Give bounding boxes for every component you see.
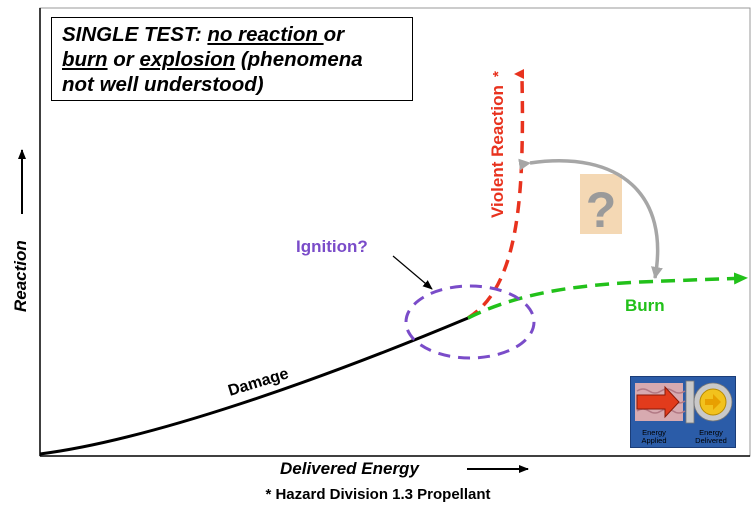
damage-label: Damage [226, 365, 291, 399]
callout-text: or [107, 48, 140, 71]
ignition-ellipse [404, 284, 536, 360]
callout-text: (phenomena [235, 48, 363, 71]
callout-text: SINGLE TEST: [62, 23, 208, 46]
y-axis-label: Reaction [11, 240, 30, 312]
violent-reaction-label: Violent Reaction [488, 85, 507, 218]
single-test-callout: SINGLE TEST: no reaction or burn or expl… [51, 17, 413, 101]
damage-curve [39, 316, 469, 456]
callout-no-reaction: no reaction [207, 23, 324, 46]
callout-line-3: not well understood) [62, 73, 264, 96]
ignition-pointer-arrow [392, 255, 433, 290]
callout-line-1: SINGLE TEST: no reaction or [62, 22, 402, 47]
energy-inset: Energy Applied Energy Delivered [630, 376, 736, 448]
footnote: * Hazard Division 1.3 Propellant [265, 486, 491, 503]
ignition-label: Ignition? [296, 237, 368, 256]
x-axis-label: Delivered Energy [280, 459, 419, 478]
question-mark: ? [586, 182, 617, 238]
violent-reaction-asterisk: * [490, 71, 507, 77]
callout-explosion: explosion [139, 48, 236, 71]
energy-applied-caption: Energy Applied [641, 428, 667, 445]
uncertainty-double-arrow [518, 158, 663, 279]
energy-delivered-caption: Energy Delivered [695, 428, 727, 445]
burn-curve [467, 272, 748, 320]
callout-text: or [323, 23, 345, 46]
energy-inset-graphic [635, 380, 733, 424]
callout-line-2: burn or explosion (phenomena [62, 47, 402, 72]
delivered-arrow-icon [705, 394, 721, 410]
energy-arrow-icon [636, 385, 680, 419]
barrier-icon [685, 380, 695, 424]
callout-burn: burn [62, 48, 108, 71]
burn-label: Burn [625, 296, 665, 315]
